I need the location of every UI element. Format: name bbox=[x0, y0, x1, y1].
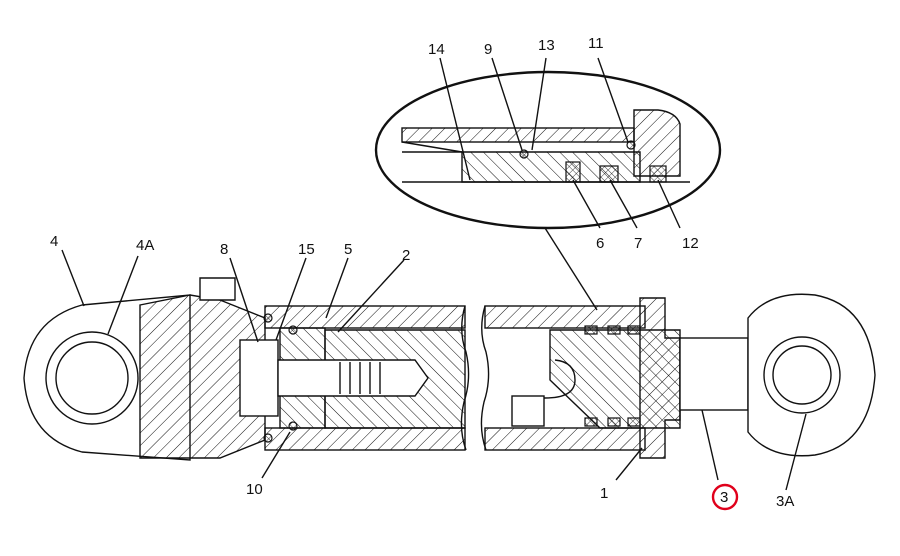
callout-11: 11 bbox=[588, 35, 604, 52]
leader-lines bbox=[61, 57, 807, 491]
rod-bearing-inner bbox=[772, 345, 832, 405]
callout-3: 3 bbox=[720, 489, 728, 506]
callout-4: 4 bbox=[50, 233, 58, 250]
head-bearing-inner bbox=[55, 341, 129, 415]
callout-10: 10 bbox=[246, 481, 263, 498]
callout-6: 6 bbox=[596, 235, 604, 252]
callout-2: 2 bbox=[402, 247, 410, 264]
callout-13: 13 bbox=[538, 37, 555, 54]
detail-gland-flange bbox=[633, 109, 681, 177]
detail-seal-6 bbox=[565, 161, 581, 183]
callout-1: 1 bbox=[600, 485, 608, 502]
callout-4A: 4A bbox=[136, 237, 154, 254]
cylinder-body bbox=[23, 277, 876, 461]
callout-labels: 14 9 13 11 6 7 12 4 4A 8 15 5 2 10 1 3 3… bbox=[50, 35, 794, 511]
tube-wall-bottom-left bbox=[264, 427, 466, 451]
elbow-fitting bbox=[520, 359, 576, 399]
port-fitting bbox=[199, 277, 236, 301]
callout-7: 7 bbox=[634, 235, 642, 252]
callout-12: 12 bbox=[682, 235, 699, 252]
rod-exposed bbox=[679, 337, 749, 411]
break-line-left bbox=[460, 305, 470, 451]
detail-ellipse bbox=[374, 70, 722, 230]
detail-leader-line bbox=[544, 227, 598, 311]
callout-15: 15 bbox=[298, 241, 315, 258]
break-line-right bbox=[480, 305, 490, 451]
callout-9: 9 bbox=[484, 41, 492, 58]
detail-view bbox=[374, 70, 722, 311]
detail-seal-11 bbox=[626, 140, 636, 150]
highlight-circle bbox=[711, 483, 739, 511]
callout-8: 8 bbox=[220, 241, 228, 258]
gland bbox=[639, 297, 681, 459]
tube-wall-top-right bbox=[484, 305, 646, 329]
callout-14: 14 bbox=[428, 41, 445, 58]
detail-seal-12 bbox=[649, 165, 667, 183]
detail-seal-7 bbox=[599, 165, 619, 183]
rod-stud bbox=[277, 359, 429, 397]
callout-3A: 3A bbox=[776, 493, 794, 510]
detail-seal-9 bbox=[519, 149, 529, 159]
tube-wall-bottom-right bbox=[484, 427, 646, 451]
tube-wall-top-left bbox=[264, 305, 466, 329]
piston-nut bbox=[239, 339, 279, 417]
callout-5: 5 bbox=[344, 241, 352, 258]
